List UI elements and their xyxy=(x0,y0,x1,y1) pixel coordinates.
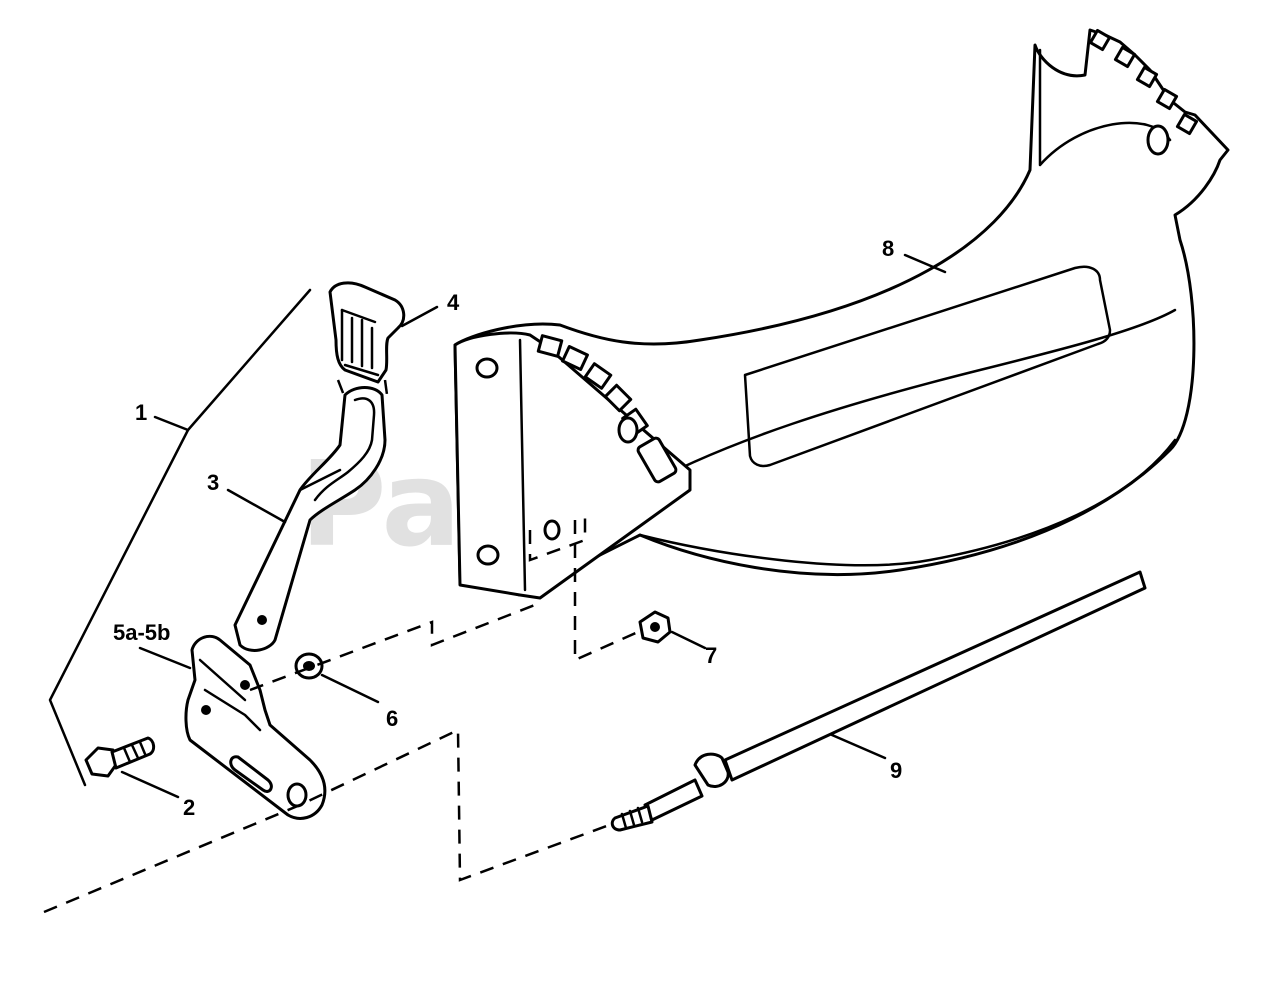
callout-6: 6 xyxy=(386,706,398,731)
part-9-rod xyxy=(610,570,1147,832)
callout-1: 1 xyxy=(135,400,147,425)
callout-3: 3 xyxy=(207,470,219,495)
part-7-nut xyxy=(638,610,672,644)
part-4-grip xyxy=(328,281,406,384)
callout-5a-5b: 5a-5b xyxy=(113,620,170,645)
part-6-washer xyxy=(294,652,324,680)
part-8-bracket xyxy=(453,28,1230,600)
callout-9: 9 xyxy=(890,758,902,783)
callout-7: 7 xyxy=(705,643,717,668)
part-3-lever xyxy=(233,386,387,652)
leader-lines xyxy=(48,253,947,799)
callout-4: 4 xyxy=(447,290,460,315)
top-notches xyxy=(1088,28,1199,136)
alignment-lines xyxy=(43,379,639,914)
part-2-bolt xyxy=(84,736,156,778)
callout-8: 8 xyxy=(882,236,894,261)
callout-2: 2 xyxy=(183,795,195,820)
sector-notches xyxy=(536,334,678,484)
